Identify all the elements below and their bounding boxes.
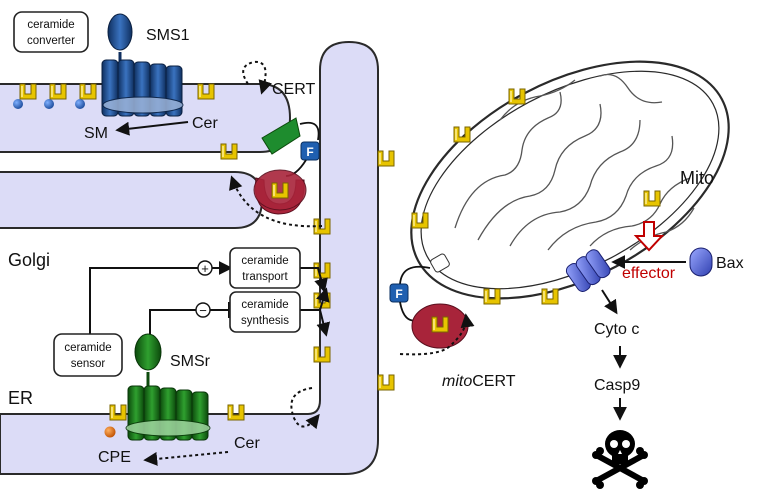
ceramide-lipid-icon: [453, 126, 471, 143]
cer-to-cpe-arrow: [143, 451, 229, 466]
skull-crossbones-icon: [592, 430, 648, 489]
transport-to-er-arrow: [300, 267, 328, 293]
sm-label: SM: [84, 125, 108, 142]
golgi-label: Golgi: [8, 250, 50, 270]
cert-protein: F: [253, 117, 320, 215]
cyto-c-label: Cyto c: [594, 321, 639, 338]
ceramide-lipid-icon: [377, 374, 395, 391]
cpe-label: CPE: [98, 449, 131, 466]
svg-text:ceramide: ceramide: [27, 19, 74, 31]
er-membrane: [0, 40, 379, 475]
ceramide-lipid-icon: [377, 150, 395, 167]
svg-text:ceramide: ceramide: [241, 299, 288, 311]
effector-to-cyto-arrow: [601, 289, 618, 315]
svg-text:ceramide: ceramide: [64, 342, 111, 354]
ceramide-converter-box: ceramide converter: [13, 11, 89, 53]
mito-cristae: [454, 73, 695, 251]
mitocert-label: mitoCERT: [442, 373, 516, 390]
bax-protein: [689, 247, 713, 277]
mito-label: Mito: [680, 168, 714, 188]
cpe-headgroup: [104, 426, 116, 438]
casp9-label: Casp9: [594, 377, 640, 394]
sms1-label: SMS1: [146, 27, 190, 44]
smsr-enzyme: [125, 333, 211, 441]
svg-text:sensor: sensor: [71, 358, 106, 370]
plus-symbol: +: [197, 260, 213, 276]
sms1-enzyme: [101, 13, 184, 117]
mitocert-label-italic: mito: [442, 373, 472, 390]
ceramide-sensor-box: ceramide sensor: [53, 333, 123, 377]
ph-domain-label: F: [395, 287, 402, 301]
sensor-to-transport-line: [89, 267, 198, 334]
effector-label: effector: [622, 265, 676, 282]
svg-text:converter: converter: [27, 35, 75, 47]
golgi-lower-membrane: [0, 171, 264, 229]
cert-label: CERT: [272, 81, 315, 98]
ceramide-lipid-icon: [227, 404, 245, 421]
smsr-label: SMSr: [170, 353, 211, 370]
cer-to-sm-arrow: [115, 121, 189, 136]
cert-transfer-arrow: [229, 175, 323, 228]
effector-red-arrow: [633, 221, 665, 252]
ph-domain-label: F: [306, 145, 313, 159]
svg-text:−: −: [199, 303, 207, 318]
ph-domain-icon: [300, 141, 320, 161]
svg-text:ceramide: ceramide: [241, 255, 288, 267]
ceramide-synthesis-box: ceramide synthesis: [229, 291, 301, 333]
sm-headgroups: [13, 99, 85, 109]
ceramide-lipid-icon: [109, 404, 127, 421]
mitocert-label-rest: CERT: [472, 373, 515, 390]
svg-text:transport: transport: [242, 271, 288, 283]
minus-symbol: −: [195, 302, 211, 318]
er-loop-arrow: [290, 387, 320, 430]
effector-complex: [565, 249, 611, 292]
mitocert-transfer-arrow: [399, 313, 475, 356]
synthesis-to-er-arrow-down: [300, 309, 331, 337]
ceramide-transport-box: ceramide transport: [229, 247, 301, 289]
cer-top-label: Cer: [192, 115, 218, 132]
svg-text:synthesis: synthesis: [241, 315, 289, 327]
ph-domain-icon: [389, 283, 409, 303]
cer-bottom-label: Cer: [234, 435, 260, 452]
sensor-to-synthesis-line: [149, 309, 196, 334]
bax-label: Bax: [716, 255, 744, 272]
er-label: ER: [8, 388, 33, 408]
svg-text:+: +: [201, 261, 209, 276]
